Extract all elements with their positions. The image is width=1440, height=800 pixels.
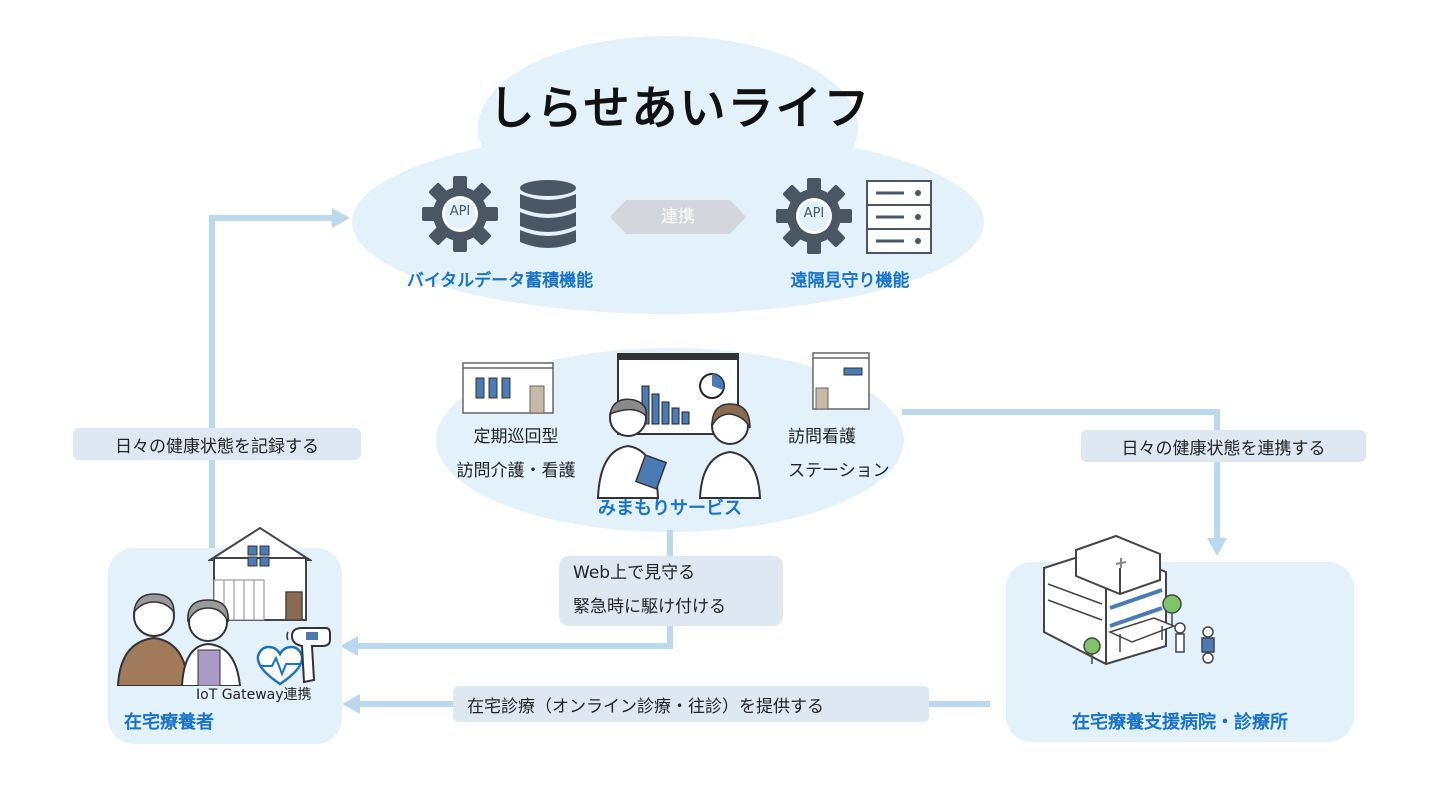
server-icon	[866, 180, 932, 254]
service-left-line-2: 訪問介護・看護	[456, 461, 576, 481]
record-arrowhead	[332, 208, 350, 228]
page-title: しらせあいライフ	[488, 81, 872, 135]
api-gear-icon	[776, 178, 852, 254]
provide-label: 在宅診療（オンライン診療・往診）を提供する	[453, 686, 929, 722]
api-badge-right: API	[803, 206, 825, 221]
staff-icon	[596, 398, 762, 499]
nursing-station-icon	[812, 352, 870, 410]
elderly-couple-icon	[116, 593, 242, 686]
thermometer-icon	[286, 627, 331, 684]
provide-arrowhead	[342, 694, 360, 714]
iot-gateway-label: IoT Gateway連携	[196, 687, 312, 703]
service-label: みまもりサービス	[598, 498, 742, 519]
database-icon	[520, 180, 576, 248]
watch-label: Web上で見守る 緊急時に駆け付ける	[559, 556, 783, 626]
house-icon	[208, 526, 312, 621]
service-right-line-2: ステーション	[788, 461, 890, 481]
watch-arrowhead	[340, 636, 358, 656]
heart-monitor-icon	[256, 645, 304, 686]
service-left-text: 定期巡回型 訪問介護・看護	[446, 420, 586, 488]
link-badge: 連携	[610, 200, 746, 234]
remote-watch-label: 遠隔見守り機能	[790, 271, 910, 291]
record-arrow	[209, 215, 336, 548]
service-right-line-1: 訪問看護	[788, 427, 856, 447]
hospital-label: 在宅療養支援病院・診療所	[1072, 712, 1288, 733]
service-left-line-1: 定期巡回型	[473, 427, 559, 447]
share-arrow	[902, 409, 1220, 540]
api-badge-left: API	[449, 204, 471, 219]
vital-storage-label: バイタルデータ蓄積機能	[406, 271, 594, 291]
api-gear-icon	[422, 176, 498, 252]
watch-line-2: 緊急時に駆け付ける	[573, 597, 726, 617]
patient-label: 在宅療養者	[124, 712, 214, 733]
share-arrowhead	[1207, 538, 1227, 556]
service-right-text: 訪問看護 ステーション	[788, 420, 918, 488]
share-label: 日々の健康状態を連携する	[1081, 430, 1366, 462]
record-label: 日々の健康状態を記録する	[73, 428, 361, 460]
building-icon	[462, 362, 554, 414]
watch-line-1: Web上で見守る	[573, 563, 696, 583]
link-label: 連携	[661, 207, 695, 227]
hospital-icon	[1043, 534, 1215, 666]
